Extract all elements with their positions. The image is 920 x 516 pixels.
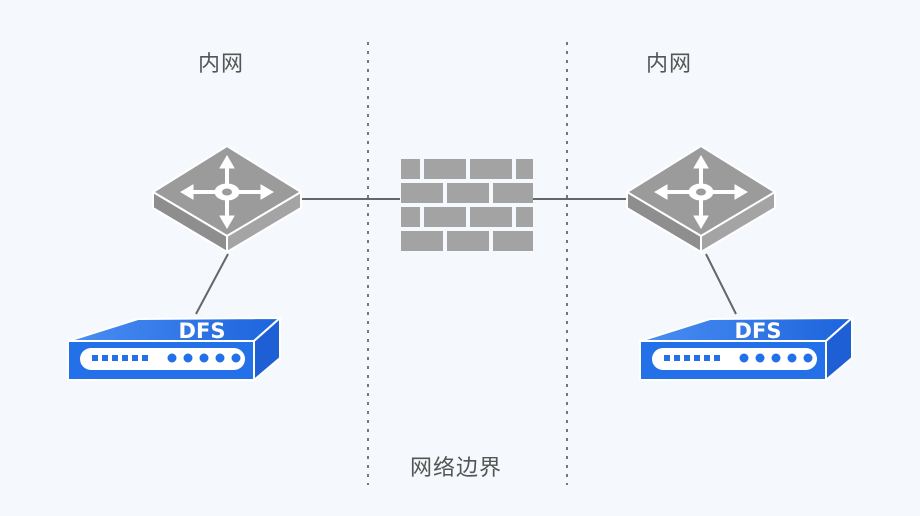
firewall-icon	[401, 159, 533, 251]
link-right-switch-dfs	[705, 253, 737, 315]
left-dfs-icon: DFS	[67, 315, 283, 383]
right-dfs-label: DFS	[735, 319, 782, 343]
right-switch-icon	[625, 144, 777, 254]
boundary-label: 网络边界	[410, 456, 503, 481]
left-switch-icon	[151, 144, 303, 254]
left-dfs-label: DFS	[179, 319, 226, 343]
link-left-switch-dfs	[195, 253, 229, 315]
right-dfs-icon: DFS	[639, 315, 855, 383]
right-zone-label: 内网	[646, 52, 693, 77]
left-zone-label: 内网	[198, 52, 245, 77]
